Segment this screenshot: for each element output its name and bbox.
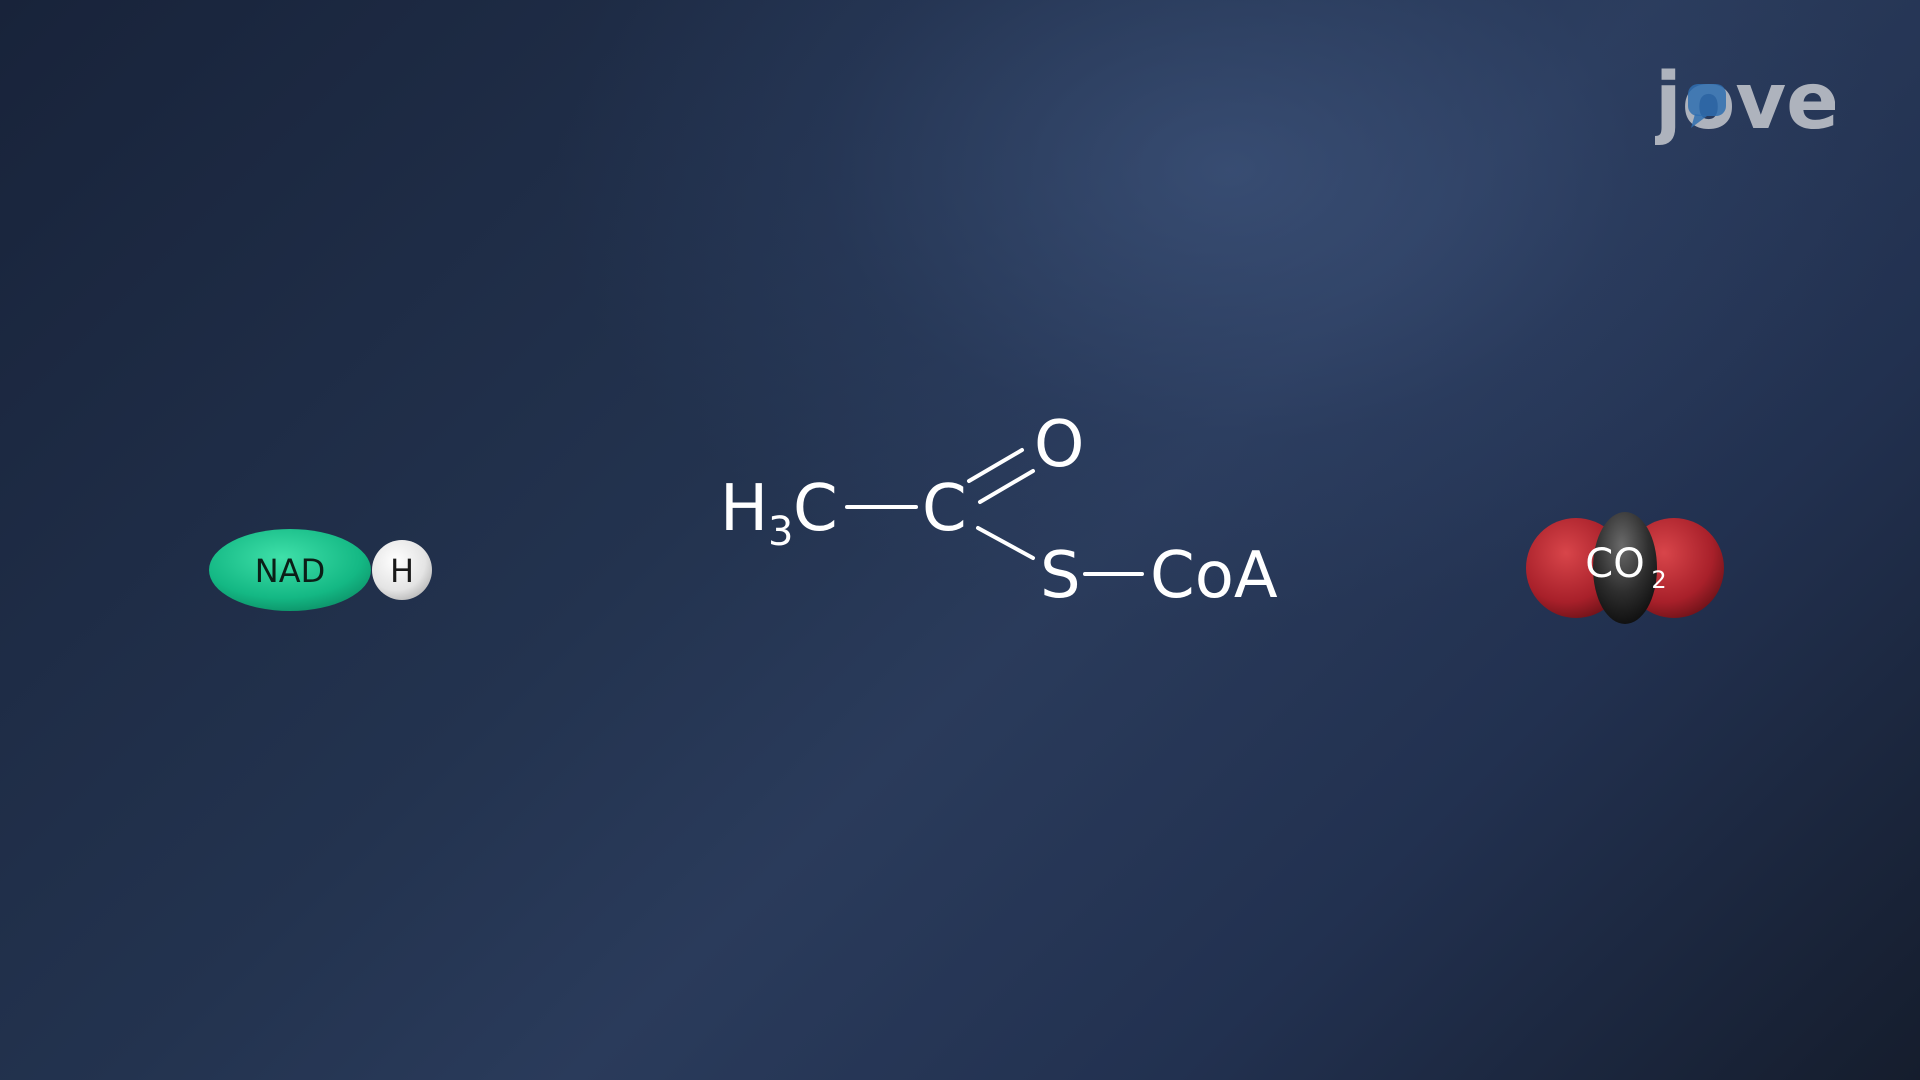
c-o-double-bond-line-2 bbox=[978, 469, 1035, 504]
c-o-double-bond-line-1 bbox=[967, 448, 1024, 483]
nad-label: NAD bbox=[255, 552, 325, 590]
jove-logo-text: jove bbox=[1655, 57, 1835, 146]
sulfur-atom: S bbox=[1040, 539, 1081, 613]
acetyl-coa-structure: H 3 C C O S CoA bbox=[720, 408, 1278, 613]
nad-ellipse bbox=[209, 529, 371, 611]
carbonyl-carbon: C bbox=[922, 472, 967, 546]
methyl-subscript: 3 bbox=[768, 509, 793, 555]
methyl-hydrogen: H bbox=[720, 472, 768, 546]
co2-molecule: CO 2 bbox=[1526, 512, 1724, 624]
jove-logo: jove bbox=[1655, 57, 1835, 146]
speech-bubble-logo-mark bbox=[1688, 84, 1726, 128]
hydrogen-circle bbox=[372, 540, 432, 600]
hydrogen-label: H bbox=[390, 552, 414, 590]
c-s-bond bbox=[976, 526, 1035, 560]
co2-subscript: 2 bbox=[1651, 566, 1666, 594]
coa-group: CoA bbox=[1150, 539, 1278, 613]
nadh-molecule: NAD H bbox=[209, 529, 432, 611]
carbon-sphere bbox=[1593, 512, 1657, 624]
oxygen-atom: O bbox=[1034, 408, 1084, 482]
co2-label: CO bbox=[1585, 541, 1644, 587]
methyl-carbon: C bbox=[793, 472, 838, 546]
